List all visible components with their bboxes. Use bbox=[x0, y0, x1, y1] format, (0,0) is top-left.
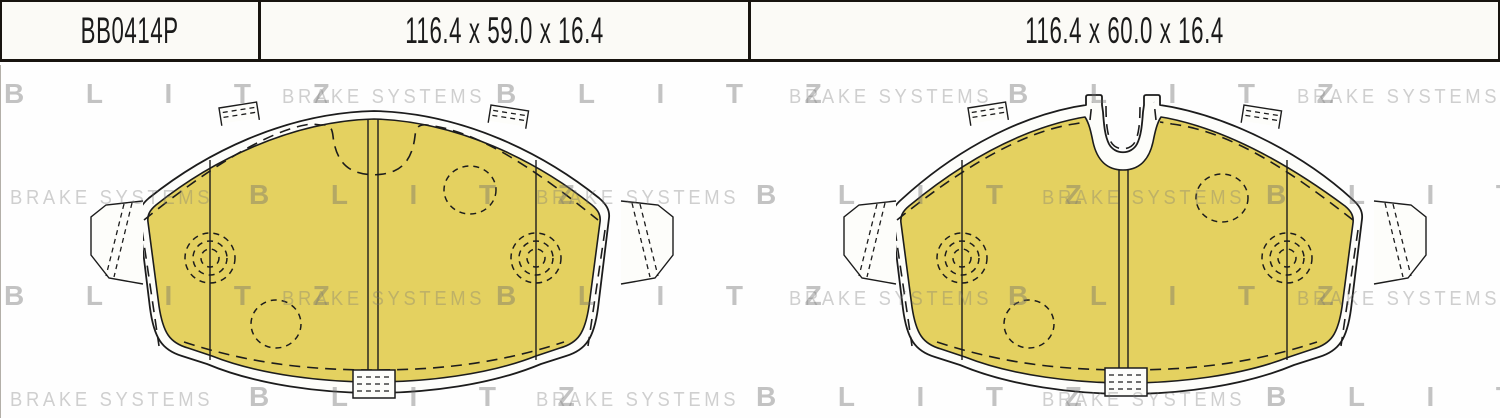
retainer-tab-left bbox=[967, 101, 1010, 126]
dimensions-right-cell: 116.4 x 60.0 x 16.4 bbox=[748, 2, 1498, 59]
drawing-area bbox=[0, 65, 1500, 418]
side-ear-left bbox=[843, 200, 897, 285]
side-ear-right bbox=[620, 200, 674, 285]
brake-pad-drawing-left bbox=[90, 101, 674, 399]
wear-sensor-circles bbox=[184, 165, 562, 349]
header-row: BB0414P 116.4 x 59.0 x 16.4 116.4 x 60.0… bbox=[0, 0, 1500, 62]
retainer-tab-right bbox=[487, 104, 530, 129]
chamfer-lines bbox=[961, 160, 1288, 360]
center-slot bbox=[1104, 170, 1148, 397]
mating-pad-dashed-outline bbox=[894, 101, 1359, 371]
friction-material bbox=[147, 118, 601, 383]
dimensions-left: 116.4 x 59.0 x 16.4 bbox=[405, 9, 604, 51]
side-ear-left bbox=[90, 200, 144, 285]
retainer-tab-right bbox=[1240, 104, 1283, 129]
wear-sensor-circles bbox=[936, 173, 1313, 349]
friction-material bbox=[900, 116, 1354, 384]
dimensions-left-cell: 116.4 x 59.0 x 16.4 bbox=[258, 2, 748, 59]
retainer-tab-left bbox=[218, 101, 261, 126]
side-ear-right bbox=[1373, 200, 1427, 285]
brake-pad-drawing-right bbox=[843, 94, 1427, 397]
part-number-cell: BB0414P bbox=[2, 2, 258, 59]
mating-pad-dashed-outline bbox=[141, 123, 606, 371]
part-number: BB0414P bbox=[80, 9, 179, 51]
chamfer-lines bbox=[209, 160, 537, 360]
dimensions-right: 116.4 x 60.0 x 16.4 bbox=[1025, 9, 1224, 51]
center-slot bbox=[352, 119, 396, 399]
